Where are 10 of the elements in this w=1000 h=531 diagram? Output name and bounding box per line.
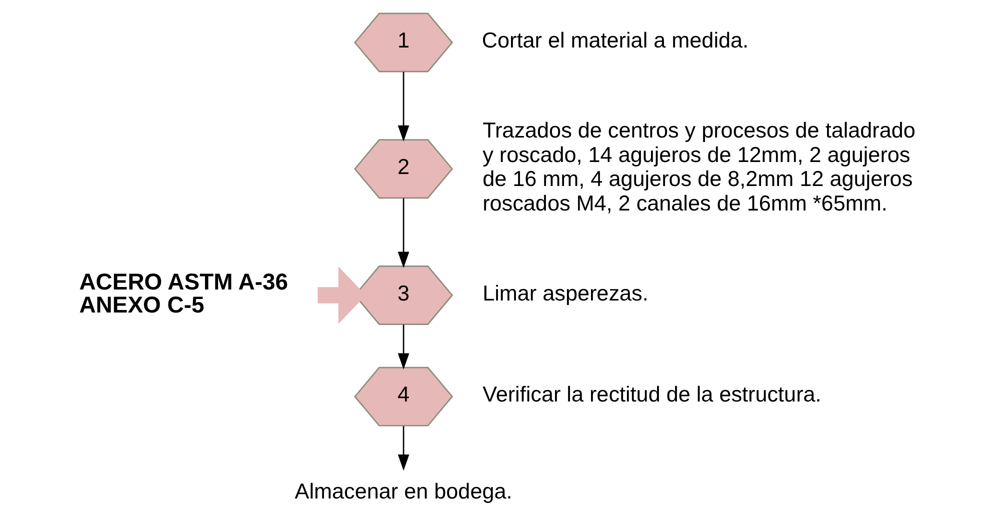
node-label: Limar asperezas. [482,280,648,306]
node-text: Almacenar en bodega. [294,478,512,504]
arrow [397,198,409,268]
arrow [397,324,409,370]
node-label: Trazados de centros y procesos de taladrado y roscado, 14 agujeros de 12mm, 2 agujeros de 16 mm, 4 agujeros de 8,2mm 12 agujeros roscados M4, 2 canales de 16mm *65mm. [482,118,915,216]
node-label: Verificar la rectitud de la estructura. [482,382,821,407]
arrow [397,72,409,142]
arrow [397,426,409,471]
label: ACERO ASTM A-36 ANEXO C-5 [78,268,288,318]
node-label: Cortar el material a medida. [481,28,748,53]
